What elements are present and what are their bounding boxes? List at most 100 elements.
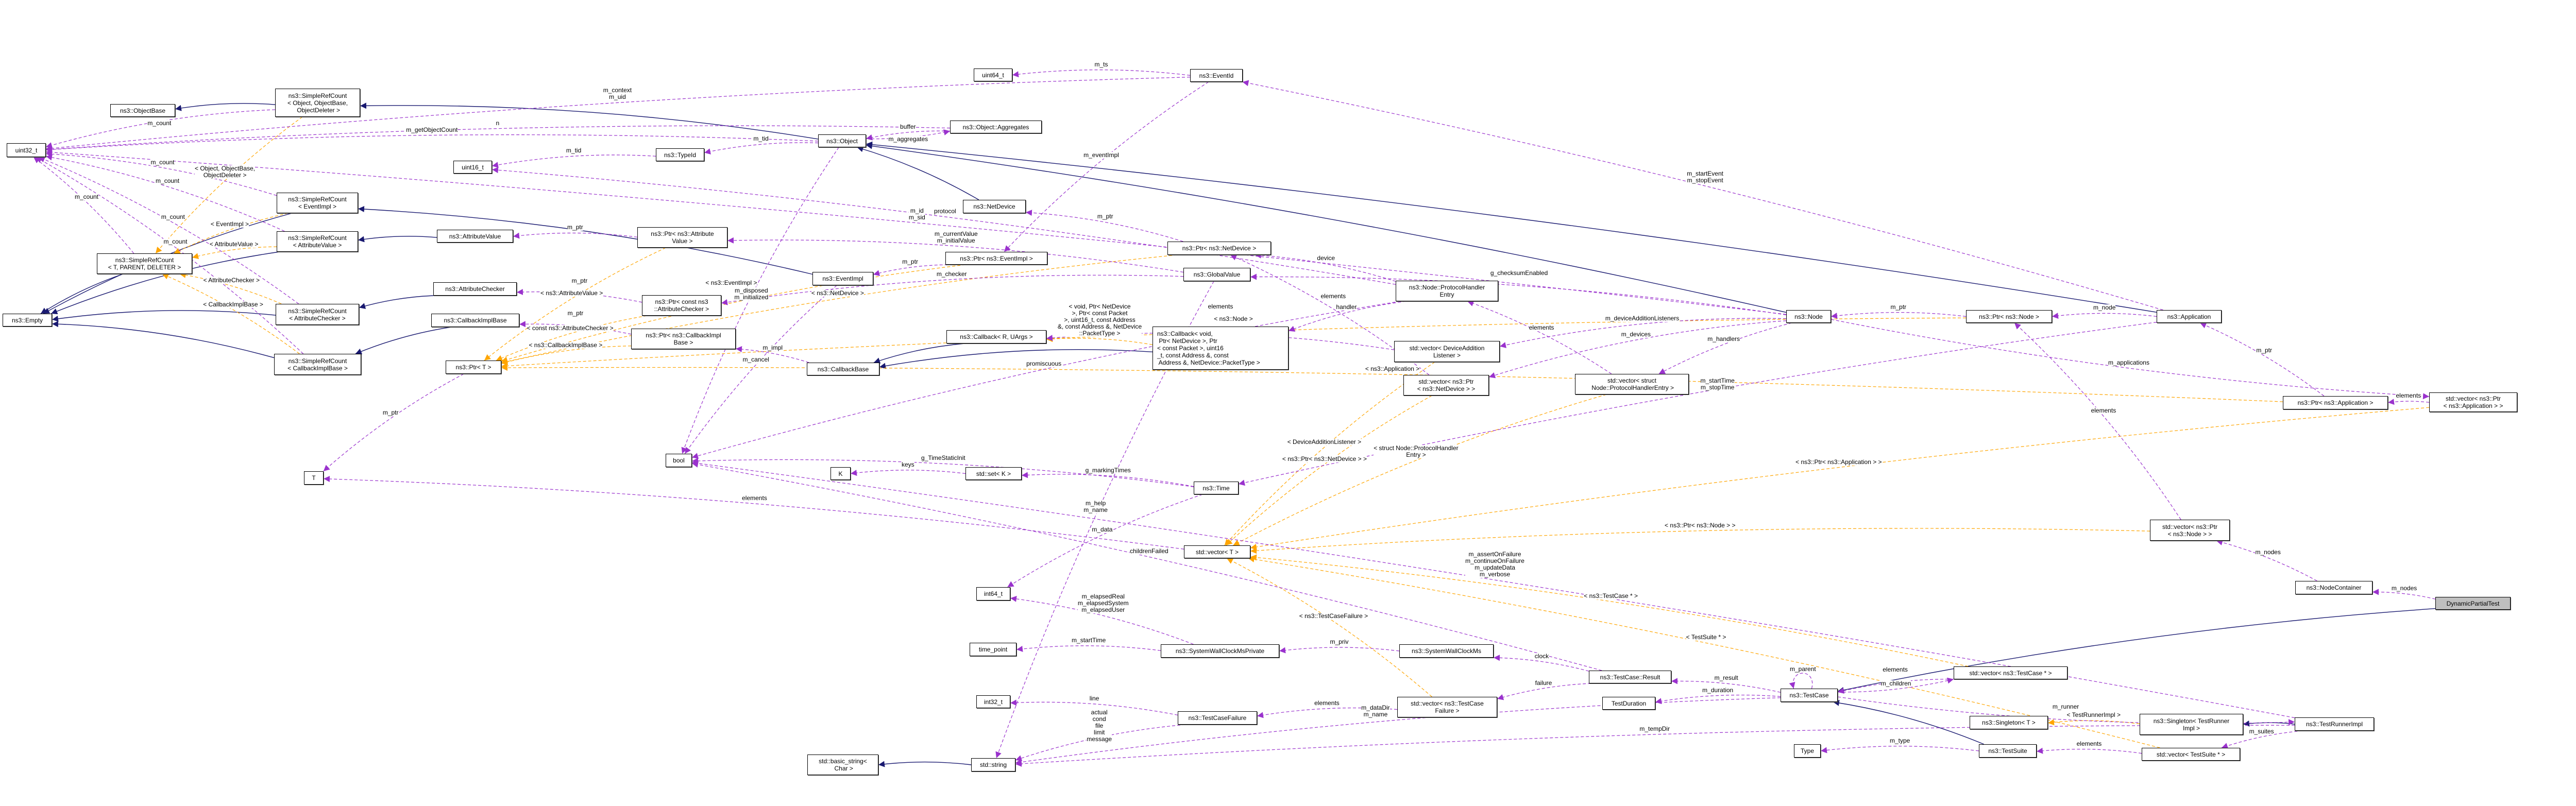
node-vector-testcasefailure[interactable]: std::vector< ns3::TestCase Failure > [1397,697,1497,717]
usage-edge [1021,472,1194,487]
node-time-point[interactable]: time_point [970,643,1016,656]
template-instance-edge [1226,395,1432,546]
node-attribute-value[interactable]: ns3::AttributeValue [437,230,513,243]
node-object-aggregates[interactable]: ns3::Object::Aggregates [950,121,1042,133]
node-set-k[interactable]: std::set< K > [965,467,1022,480]
template-instance-edge [1233,394,1607,546]
node-testduration[interactable]: TestDuration [1602,697,1655,710]
node-node[interactable]: ns3::Node [1786,310,1831,323]
usage-edge [2387,399,2430,405]
node-k[interactable]: K [831,467,851,480]
node-systemwallclockms[interactable]: ns3::SystemWallClockMs [1399,644,1494,658]
node-vector-deviceadditionlistener[interactable]: std::vector< DeviceAddition Listener > [1394,341,1500,362]
node-callback-base[interactable]: ns3::CallbackBase [807,363,879,375]
node-vector-ptr-application[interactable]: std::vector< ns3::Ptr < ns3::Application… [2429,392,2517,412]
node-uint64-t[interactable]: uint64_t [974,68,1012,81]
node-vector-ptr-node[interactable]: std::vector< ns3::Ptr < ns3::Node > > [2150,520,2230,541]
node-typeid[interactable]: ns3::TypeId [656,148,704,161]
node-t[interactable]: T [304,471,324,485]
node-ptr-callbackimplbase[interactable]: ns3::Ptr< ns3::CallbackImpl Base > [631,329,736,349]
node-testcasefailure[interactable]: ns3::TestCaseFailure [1178,711,1257,725]
node-attribute-checker[interactable]: ns3::AttributeChecker [433,282,517,296]
node-simplerefcount-t-parent-deleter[interactable]: ns3::SimpleRefCount < T, PARENT, DELETER… [97,253,192,274]
node-testrunnerimpl[interactable]: ns3::TestRunnerImpl [2295,717,2374,731]
usage-edge [519,321,632,335]
node-eventid[interactable]: ns3::EventId [1190,69,1243,82]
usage-edge [1016,645,1161,652]
usage-edge [727,237,1184,273]
node-bool[interactable]: bool [666,454,692,467]
node-uint16-t[interactable]: uint16_t [453,161,492,174]
node-time[interactable]: ns3::Time [1194,482,1239,494]
usage-edge [1004,81,1209,252]
node-simplerefcount-eventimpl[interactable]: ns3::SimpleRefCount < EventImpl > [277,193,358,213]
usage-edge [1242,80,2163,311]
node-callback-void-netdevice[interactable]: ns3::Callback< void, Ptr< NetDevice >, P… [1153,327,1289,370]
node-object-base[interactable]: ns3::ObjectBase [110,104,175,117]
usage-edge [691,301,1400,459]
node-int64-t[interactable]: int64_t [976,587,1010,601]
node-ptr-const-attributechecker[interactable]: ns3::Ptr< const ns3 ::AttributeChecker > [642,295,721,316]
node-singleton-t[interactable]: ns3::Singleton< T > [1970,716,2048,729]
usage-edge [1250,273,1787,316]
node-ptr-eventimpl[interactable]: ns3::Ptr< ns3::EventImpl > [945,252,1047,265]
node-systemwallclockmsprivate[interactable]: ns3::SystemWallClockMsPrivate [1161,644,1279,658]
template-instance-edge [192,246,277,260]
inheritance-edge [866,143,1787,313]
usage-edge [1831,319,2430,400]
node-uint32-t[interactable]: uint32_t [7,143,46,157]
usage-edge [1288,301,1406,332]
node-std-string[interactable]: std::string [971,758,1015,771]
node-ptr-t[interactable]: ns3::Ptr< T > [446,361,501,374]
node-simplerefcount-attributevalue[interactable]: ns3::SimpleRefCount < AttributeValue > [277,231,358,252]
node-singleton-testrunnerimpl[interactable]: ns3::Singleton< TestRunner Impl > [2140,714,2243,735]
usage-edge [38,157,299,304]
template-instance-edge [1250,528,2150,554]
node-vector-t[interactable]: std::vector< T > [1184,545,1250,558]
usage-edge [492,167,1396,285]
node-globalvalue[interactable]: ns3::GlobalValue [1183,268,1250,281]
template-instance-edge [501,254,1178,365]
usage-edge [516,288,642,303]
node-simplerefcount-object[interactable]: ns3::SimpleRefCount < Object, ObjectBase… [275,89,360,117]
template-instance-edge [501,264,966,363]
node-nodecontainer[interactable]: ns3::NodeContainer [2295,581,2372,594]
usage-edge [1837,679,1954,694]
usage-edge [1789,673,1813,689]
node-vector-protocolhandlerentry[interactable]: std::vector< struct Node::ProtocolHandle… [1575,374,1689,395]
inheritance-edge [1837,608,2436,693]
template-instance-edge [501,346,632,365]
node-callback-r-uargs[interactable]: ns3::Callback< R, UArgs > [946,330,1046,344]
node-type[interactable]: Type [1794,744,1821,758]
node-object[interactable]: ns3::Object [818,134,866,147]
node-vector-testsuite-ptr[interactable]: std::vector< TestSuite * > [2142,748,2240,761]
template-instance-edge [1248,556,2160,748]
node-testcase-result[interactable]: ns3::TestCase::Result [1589,671,1671,683]
node-simplerefcount-callbackimplbase[interactable]: ns3::SimpleRefCount < CallbackImplBase > [274,354,361,375]
usage-edge [735,346,809,363]
node-ptr-node[interactable]: ns3::Ptr< ns3::Node > [1966,310,2052,323]
node-basic-string[interactable]: std::basic_string< Char > [807,754,878,775]
usage-edge [704,142,819,155]
node-netdevice[interactable]: ns3::NetDevice [963,200,1026,213]
node-application[interactable]: ns3::Application [2157,310,2222,323]
inheritance-edge [873,343,965,364]
node-ptr-attributevalue[interactable]: ns3::Ptr< ns3::Attribute Value > [637,227,727,248]
node-ptr-application[interactable]: ns3::Ptr< ns3::Application > [2283,396,2388,409]
node-callback-impl-base[interactable]: ns3::CallbackImplBase [431,314,519,327]
node-testcase[interactable]: ns3::TestCase [1781,689,1838,702]
usage-edge [1015,725,2295,767]
node-eventimpl[interactable]: ns3::EventImpl [812,272,873,285]
inheritance-edge [866,141,2157,313]
node-vector-ptr-netdevice[interactable]: std::vector< ns3::Ptr < ns3::NetDevice >… [1403,375,1489,396]
node-simplerefcount-attributechecker[interactable]: ns3::SimpleRefCount < AttributeChecker > [276,304,359,325]
node-ptr-netdevice[interactable]: ns3::Ptr< ns3::NetDevice > [1167,242,1271,255]
node-vector-testcase-ptr[interactable]: std::vector< ns3::TestCase * > [1954,666,2067,679]
usage-edge [1007,494,1203,588]
node-protocol-handler-entry[interactable]: ns3::Node::ProtocolHandler Entry [1396,281,1498,301]
usage-edge [45,151,277,196]
node-empty[interactable]: ns3::Empty [3,314,52,327]
node-testsuite[interactable]: ns3::TestSuite [1979,744,2037,758]
node-int32-t[interactable]: int32_t [976,695,1010,708]
usage-edge [1831,312,1967,319]
